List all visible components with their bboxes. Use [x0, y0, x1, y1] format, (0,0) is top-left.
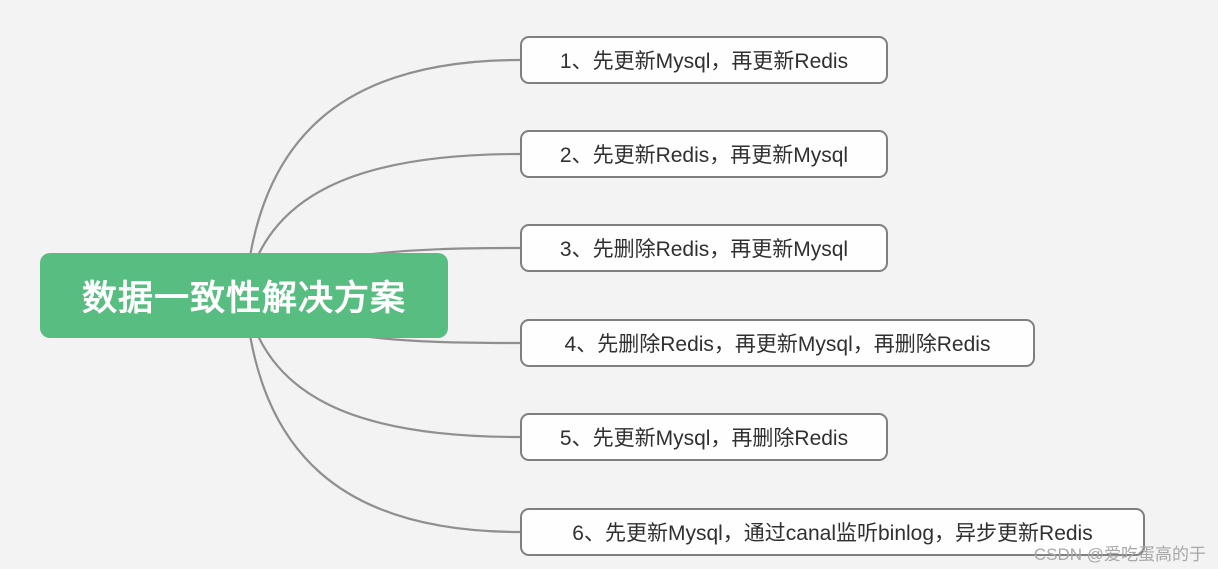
branch-node-1[interactable]: 1、先更新Mysql，再更新Redis [520, 36, 888, 84]
branch-label-5: 5、先更新Mysql，再删除Redis [559, 427, 849, 450]
branch-node-4[interactable]: 4、先删除Redis，再更新Mysql，再删除Redis [520, 319, 1035, 367]
branch-label-6: 6、先更新Mysql，通过canal监听binlog，异步更新Redis [572, 522, 1093, 545]
branch-node-3[interactable]: 3、先删除Redis，再更新Mysql [520, 224, 888, 272]
branch-node-5[interactable]: 5、先更新Mysql，再删除Redis [520, 413, 888, 461]
connector-curve-branch-1 [243, 58, 522, 297]
branch-label-1: 1、先更新Mysql，再更新Redis [559, 50, 849, 73]
branch-label-2: 2、先更新Redis，再更新Mysql [559, 144, 849, 167]
branch-label-3: 3、先删除Redis，再更新Mysql [559, 238, 849, 261]
branch-node-6[interactable]: 6、先更新Mysql，通过canal监听binlog，异步更新Redis [520, 508, 1145, 556]
root-topic-label: 数据一致性解决方案 [81, 279, 406, 318]
branch-label-4: 4、先删除Redis，再更新Mysql，再删除Redis [564, 333, 991, 356]
branch-node-2[interactable]: 2、先更新Redis，再更新Mysql [520, 130, 888, 178]
connector-curve-branch-6 [243, 294, 522, 534]
root-topic-node[interactable]: 数据一致性解决方案 [40, 253, 448, 338]
